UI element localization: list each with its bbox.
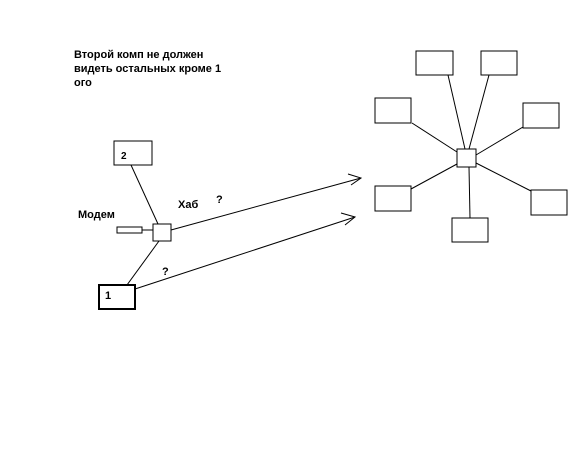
node-top-right — [480, 50, 518, 76]
node-lower-left — [374, 185, 412, 212]
modem-label: Модем — [78, 209, 115, 221]
left-hub-box — [152, 223, 172, 242]
pc1-box — [98, 284, 136, 310]
hub-pc1-link — [126, 240, 160, 286]
note-text: Второй комп не должен видеть остальных к… — [74, 48, 221, 90]
modem-box — [116, 226, 143, 234]
right-hub-box — [456, 148, 477, 168]
right-network — [374, 50, 568, 243]
node-lower-right — [530, 189, 568, 216]
node-bottom — [451, 217, 489, 243]
star-link-top-right — [468, 74, 490, 150]
node-upper-right — [522, 102, 560, 129]
arrow-head-2 — [340, 212, 357, 226]
pc2-hub-link — [130, 164, 159, 225]
star-link-lower-right — [475, 162, 532, 192]
pc2-label: 2 — [121, 151, 127, 162]
hub-label: Хаб — [178, 199, 199, 211]
star-link-lower-left — [410, 163, 458, 190]
note-line-1: Второй комп не должен — [74, 49, 204, 61]
note-line-2: видеть остальных кроме 1 — [74, 63, 222, 75]
arrow-hub-to-network — [170, 177, 362, 231]
star-link-bottom — [468, 166, 471, 219]
pc2-box — [113, 140, 153, 166]
question-mark-1: ? — [216, 194, 223, 206]
arrow-pc1-to-network — [134, 216, 356, 290]
question-mark-2: ? — [162, 266, 169, 278]
star-link-top-left — [447, 74, 466, 150]
star-link-upper-right — [475, 126, 524, 156]
star-link-upper-left — [411, 122, 458, 153]
note-line-3: ого — [74, 77, 92, 89]
node-upper-left — [374, 97, 412, 124]
pc1-label: 1 — [105, 290, 112, 302]
arrow-head-1 — [347, 173, 363, 186]
node-top-left — [415, 50, 454, 76]
